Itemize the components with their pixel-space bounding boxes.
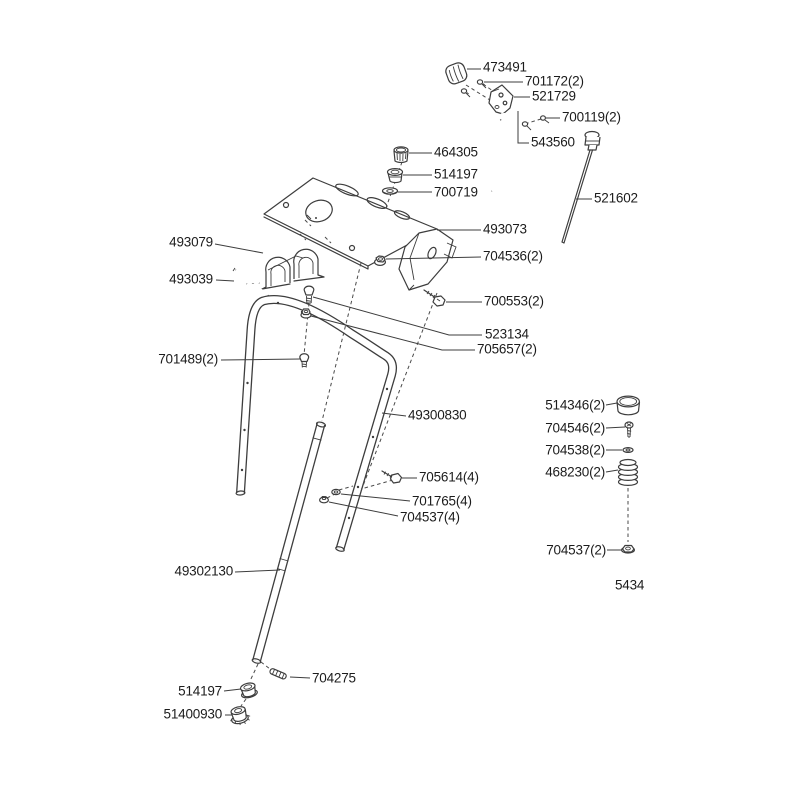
callout-704537x2: 704537(2)	[546, 543, 606, 558]
callout-705614: 705614(4)	[419, 470, 479, 485]
leg-washer	[331, 488, 341, 496]
diagram-code: 5434	[615, 578, 645, 593]
callout-701765: 701765(4)	[412, 494, 472, 509]
callout-523134: 523134	[485, 327, 530, 342]
upper-handle-tube	[235, 295, 398, 552]
shift-lever-bracket	[488, 84, 514, 121]
callout-521602: 521602	[594, 191, 638, 206]
shift-rod	[232, 267, 271, 300]
callout-leaders	[214, 68, 626, 716]
callout-468230: 468230(2)	[545, 465, 605, 480]
callout-705657: 705657(2)	[477, 342, 537, 357]
callout-704536: 704536(2)	[483, 249, 543, 264]
cap-screw	[624, 421, 634, 438]
spring-nut	[620, 544, 635, 554]
saddle-bracket	[261, 248, 325, 290]
leg-bolt	[381, 470, 403, 484]
callout-labels: 473491 701172(2) 521729 700119(2) 543560…	[158, 60, 645, 722]
panel-hex-screw	[423, 289, 446, 307]
callout-464305: 464305	[434, 145, 478, 160]
callout-51400930: 51400930	[164, 707, 222, 722]
roll-pin	[269, 668, 287, 680]
panel-washer	[381, 187, 399, 195]
control-panel-plate	[263, 177, 438, 270]
callout-704537x4: 704537(4)	[400, 510, 460, 525]
leg-nut	[319, 495, 330, 504]
lower-bushing	[239, 682, 258, 699]
breather-cap	[393, 146, 409, 164]
callout-514197-bottom: 514197	[178, 684, 222, 699]
shift-lever-rod	[490, 112, 508, 194]
callout-514197-top: 514197	[434, 167, 478, 182]
lower-handle-tube	[251, 421, 327, 664]
callout-493073: 493073	[483, 222, 527, 237]
callout-700553: 700553(2)	[484, 294, 544, 309]
knob-screws	[460, 79, 487, 98]
callout-473491: 473491	[483, 60, 527, 75]
callout-514346: 514346(2)	[545, 398, 605, 413]
panel-bushing	[386, 168, 404, 184]
hex-flange-nut	[300, 308, 312, 319]
panel-side-flange	[398, 228, 457, 291]
callout-49300830: 49300830	[408, 408, 466, 423]
drive-gear-hub	[230, 706, 251, 726]
panel-flange-nut	[374, 255, 387, 267]
callout-543560: 543560	[531, 135, 575, 150]
compression-spring	[617, 458, 639, 487]
callout-49302130: 49302130	[175, 564, 233, 579]
handle-screw	[299, 353, 310, 368]
callout-700719: 700719	[434, 185, 478, 200]
callout-704275: 704275	[312, 671, 356, 686]
bracket-screws	[521, 115, 550, 131]
callout-701172: 701172(2)	[525, 74, 584, 89]
callout-704538: 704538(2)	[545, 443, 605, 458]
carriage-screw	[303, 285, 315, 304]
callout-493039: 493039	[169, 272, 213, 287]
cap-washer	[622, 447, 634, 454]
handle-grip-cap	[616, 395, 641, 416]
callout-700119: 700119(2)	[562, 110, 621, 125]
shift-knob	[445, 62, 468, 85]
callout-521729: 521729	[532, 89, 576, 104]
callout-701489: 701489(2)	[158, 352, 218, 367]
callout-493079: 493079	[169, 235, 213, 250]
callout-704546: 704546(2)	[545, 421, 605, 436]
oil-dipstick	[561, 130, 601, 244]
